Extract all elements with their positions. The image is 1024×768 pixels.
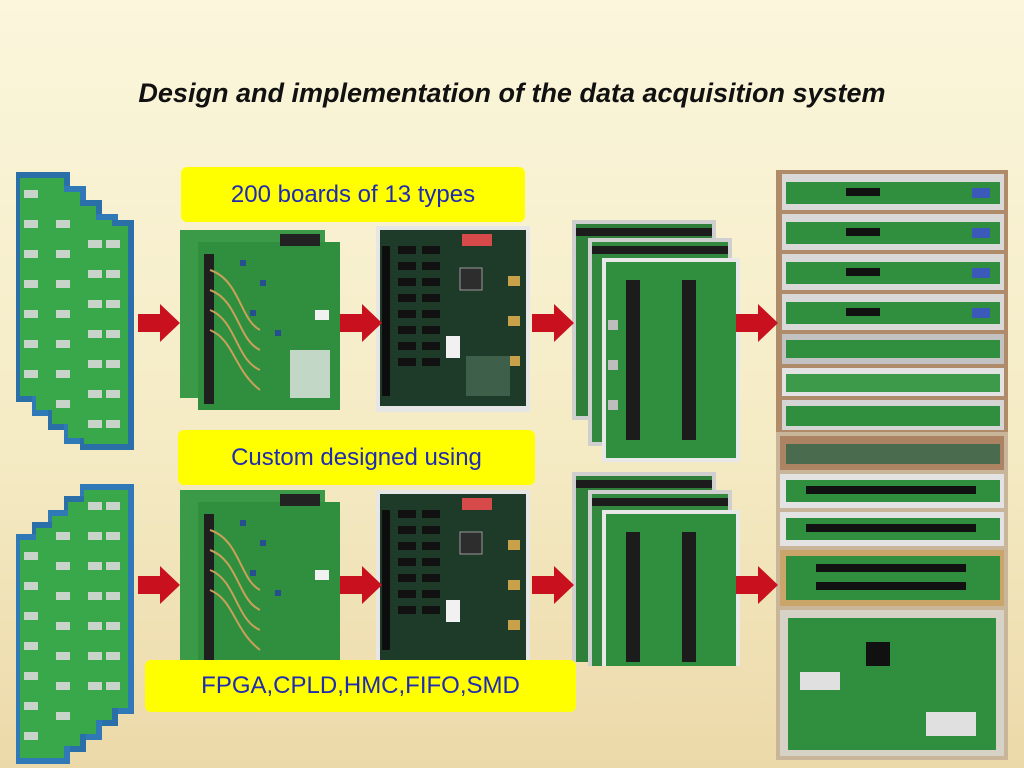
crate-modules-photo-bottom (776, 432, 1008, 760)
crate-modules-photo-top (776, 170, 1008, 432)
right-arrow-icon (532, 566, 574, 604)
right-arrow-icon (340, 566, 382, 604)
board-stack-photo-bottom (14, 482, 138, 766)
right-arrow-icon (532, 304, 574, 342)
custom-designed-label: Custom designed using (178, 430, 535, 485)
technologies-label: FPGA,CPLD,HMC,FIFO,SMD (145, 660, 576, 712)
analog-board-photo-top (180, 230, 340, 410)
right-arrow-icon (736, 304, 778, 342)
right-arrow-icon (340, 304, 382, 342)
slide-title: Design and implementation of the data ac… (138, 78, 886, 108)
backplane-board-photo-bottom (572, 472, 740, 666)
fpga-board-photo-top (376, 226, 530, 412)
right-arrow-icon (138, 566, 180, 604)
right-arrow-icon (138, 304, 180, 342)
board-stack-photo-top (14, 170, 138, 452)
analog-board-photo-bottom (180, 490, 340, 666)
boards-count-label: 200 boards of 13 types (181, 167, 525, 222)
fpga-board-photo-bottom (376, 490, 530, 660)
backplane-board-photo-top (572, 220, 740, 462)
right-arrow-icon (736, 566, 778, 604)
